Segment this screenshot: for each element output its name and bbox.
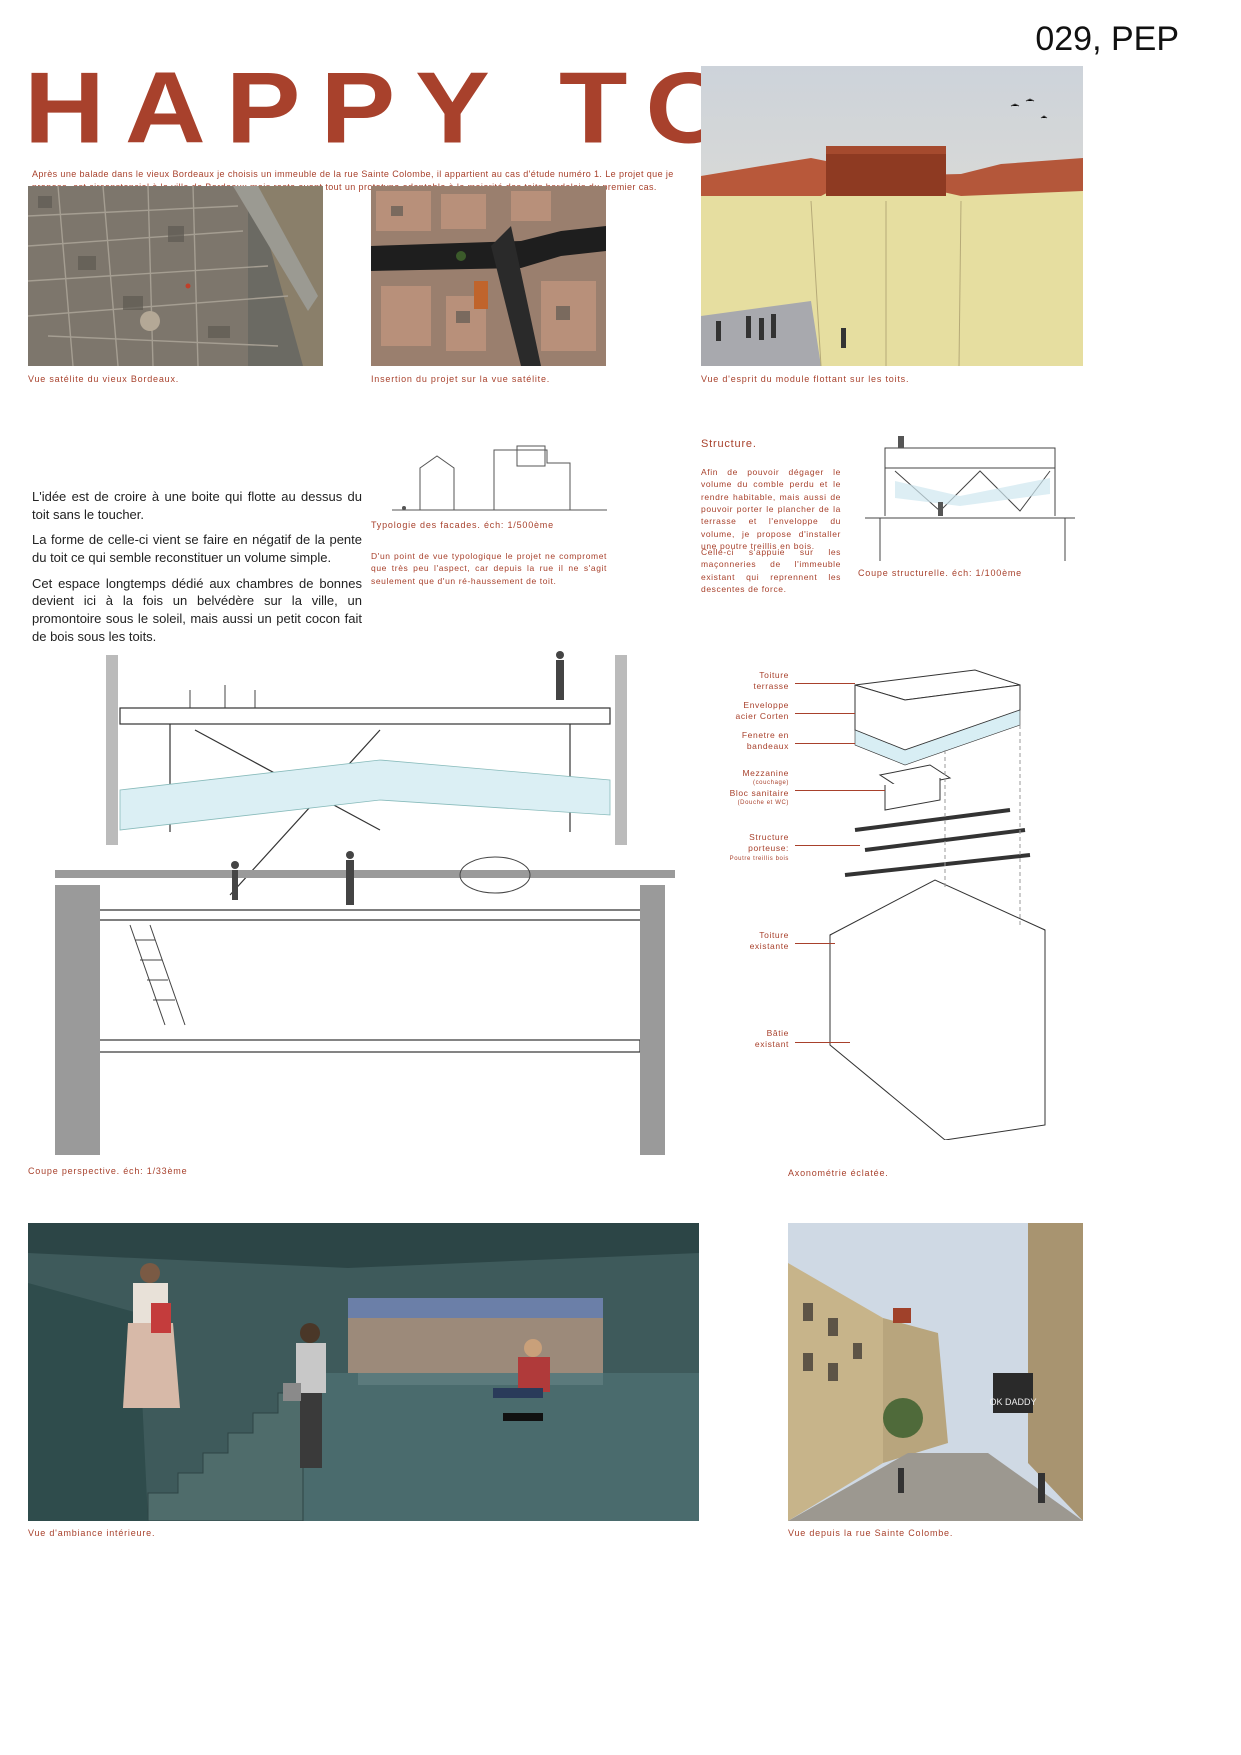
- concept-paragraph-2: La forme de celle-ci vient se faire en n…: [32, 532, 362, 566]
- axo-label-roof-terrace: Toiture terrasse: [753, 670, 789, 693]
- axo-leader: [795, 845, 860, 846]
- axo-leader: [795, 943, 835, 944]
- caption-axonometry: Axonométrie éclatée.: [788, 1168, 889, 1178]
- axo-leader: [795, 1042, 850, 1043]
- axo-label-envelope: Enveloppe acier Corten: [736, 700, 790, 723]
- axo-label-text: (Douche et WC): [737, 800, 789, 807]
- street-sign-text: OK DADDY: [989, 1397, 1036, 1407]
- typology-diagram: [392, 438, 607, 518]
- caption-insertion: Insertion du projet sur la vue satélite.: [371, 374, 551, 384]
- module-rendering: [701, 66, 1083, 366]
- axo-label-text: Fenetre en: [741, 730, 789, 740]
- caption-module: Vue d'esprit du module flottant sur les …: [701, 374, 910, 384]
- axo-label-text: Structure: [749, 832, 789, 842]
- structure-paragraph-2: Celle-ci s'appuie sur les maçonneries de…: [701, 547, 841, 594]
- axo-label-text: porteuse:: [748, 843, 789, 854]
- caption-structural-section: Coupe structurelle. éch: 1/100ème: [858, 568, 1022, 578]
- axo-label-text: Bloc sanitaire: [729, 787, 789, 798]
- caption-street: Vue depuis la rue Sainte Colombe.: [788, 1528, 954, 1538]
- structural-section-drawing: [860, 436, 1082, 566]
- satellite-image-insertion: [371, 186, 606, 366]
- axo-label-text: Poutre treillis bois: [729, 855, 789, 862]
- satellite-image-old-bordeaux: [28, 186, 323, 366]
- caption-perspective-section: Coupe perspective. éch: 1/33ème: [28, 1166, 188, 1176]
- axo-leader: [795, 790, 885, 791]
- axo-label-text: Toiture: [759, 930, 789, 940]
- caption-typology: Typologie des facades. éch: 1/500ème: [371, 520, 554, 530]
- structure-paragraph-1: Afin de pouvoir dégager le volume du com…: [701, 467, 841, 551]
- axo-label-text: Bâtie: [766, 1028, 789, 1038]
- axo-label-existing-building: Bâtie existant: [755, 1028, 789, 1051]
- concept-text: L'idée est de croire à une boite qui flo…: [32, 488, 362, 653]
- axo-label-text: terrasse: [753, 681, 789, 692]
- axo-leader: [795, 713, 855, 714]
- axo-label-text: Enveloppe: [743, 700, 789, 710]
- project-reference: 029, PEP: [1035, 20, 1179, 58]
- concept-paragraph-3: Cet espace longtemps dédié aux chambres …: [32, 575, 362, 644]
- perspective-section-drawing: [40, 640, 700, 1160]
- structure-heading: Structure.: [701, 438, 757, 450]
- concept-paragraph-1: L'idée est de croire à une boite qui flo…: [32, 489, 362, 522]
- axo-leader: [795, 743, 855, 744]
- axo-label-text: existant: [754, 1039, 789, 1050]
- typology-note: D'un point de vue typologique le projet …: [371, 551, 607, 586]
- axo-label-text: existante: [749, 941, 789, 952]
- axo-label-text: Mezzanine: [742, 768, 789, 778]
- caption-satellite: Vue satélite du vieux Bordeaux.: [28, 374, 180, 384]
- axo-label-text: (couchage): [752, 780, 789, 787]
- exploded-axonometry-drawing: [825, 660, 1085, 1140]
- axo-leader: [795, 683, 855, 684]
- axo-label-mezzanine: Mezzanine (couchage) Bloc sanitaire (Dou…: [730, 768, 789, 807]
- interior-rendering: [28, 1223, 699, 1521]
- intro-text: Après une balade dans le vieux Bordeaux …: [32, 169, 674, 193]
- axo-label-text: Toiture: [759, 670, 789, 680]
- axo-label-text: bandeaux: [746, 741, 789, 752]
- caption-interior: Vue d'ambiance intérieure.: [28, 1528, 156, 1538]
- street-view-photo: OK DADDY: [788, 1223, 1083, 1521]
- axo-label-text: acier Corten: [735, 711, 789, 722]
- axo-label-existing-roof: Toiture existante: [750, 930, 789, 953]
- axo-label-structure: Structure porteuse: Poutre treillis bois: [730, 832, 789, 863]
- axo-label-window: Fenetre en bandeaux: [742, 730, 789, 753]
